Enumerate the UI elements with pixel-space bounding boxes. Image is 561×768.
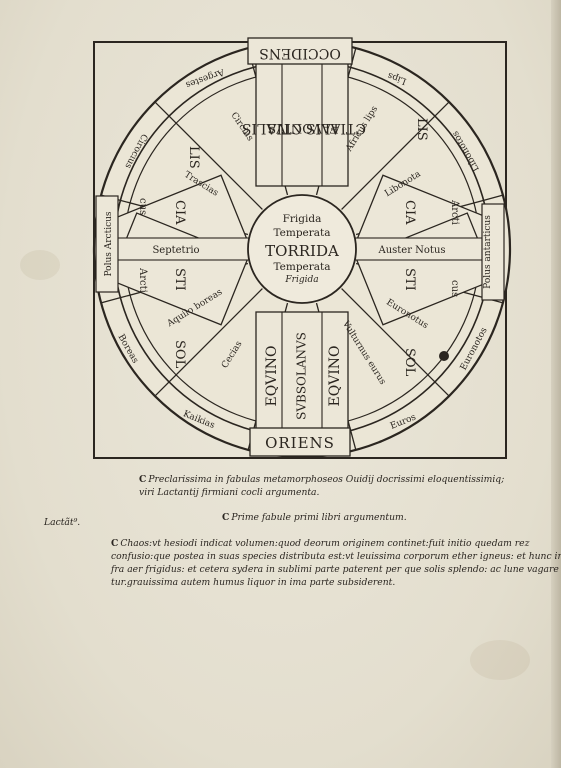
- right-band-label: Arcti: [449, 199, 460, 225]
- rim-divider: [154, 381, 170, 397]
- rim-divider: [434, 101, 450, 117]
- left-band-label: STI: [172, 268, 187, 291]
- rim-divider: [434, 381, 450, 397]
- bottom-zone-band: EQVINO SVBSOLANVS EQVINO: [255, 311, 349, 439]
- paragraph-mark-icon: C: [139, 474, 147, 485]
- center-frigida-top: Frigida: [283, 213, 322, 225]
- body-line-2: confusio:que postea in suas species dist…: [111, 551, 561, 562]
- bottom-band-label: EQVINO: [264, 345, 280, 406]
- center-temperata-bottom: Temperata: [273, 261, 330, 273]
- pole-labels: Polus Arcticus Polus antarticus: [95, 195, 505, 301]
- rim-divider: [154, 101, 170, 117]
- wind-spoke: [341, 288, 436, 383]
- bottom-band-label: EQVINO: [327, 345, 343, 406]
- rim-divider: [350, 430, 357, 451]
- oriens-label: ORIENS: [265, 434, 335, 452]
- section-title-text: Prime fabule primi libri argumentum.: [231, 512, 407, 523]
- left-band-label: Arcti: [137, 267, 148, 293]
- caption-line-2: viri Lactantij firmiani cocli argumenta.: [139, 487, 320, 498]
- right-band-label: cus: [449, 280, 460, 297]
- margin-note: Lactãt⁹.: [44, 517, 81, 528]
- left-band-label: LIS: [186, 146, 201, 169]
- wind-label-septentrio: Septetrio: [152, 245, 199, 256]
- paragraph-mark-icon: C: [222, 512, 230, 523]
- body-text: Chaos:vt hesiodi indicat volumen:quod de…: [120, 538, 530, 549]
- center-temperata-top: Temperata: [273, 227, 330, 239]
- top-band-label: CTIALIS: [242, 120, 302, 136]
- right-band-label: CIA: [402, 200, 417, 225]
- pole-antarticus-label: Polus antarticus: [483, 215, 493, 289]
- top-band-label: FAVONIVS: [267, 120, 338, 135]
- rim-divider: [100, 297, 121, 304]
- bottom-band-label: SVBSOLANVS: [295, 332, 309, 420]
- left-band-label: CIA: [172, 200, 187, 225]
- paper-stain: [470, 640, 530, 680]
- right-band-label: SOL: [402, 348, 417, 377]
- right-band-label: STI: [402, 268, 417, 291]
- body-line-3: fra aer frigidus: et cetera sydera in su…: [111, 564, 559, 575]
- wind-spoke: [341, 115, 436, 210]
- left-band-label: cus: [137, 198, 148, 215]
- ink-blot: [439, 351, 449, 361]
- paper-stain: [20, 250, 60, 280]
- page-edge: [551, 0, 561, 768]
- top-zone-band: CTIALIS FAVONIVS CTIALIS: [242, 61, 366, 187]
- center-frigida-bottom: Frigida: [284, 275, 318, 285]
- wind-label-auster: Auster Notus: [377, 245, 445, 256]
- right-band-label: LIS: [414, 118, 429, 141]
- caption-text: Preclarissima in fabulas metamorphoseos …: [148, 474, 505, 485]
- center-torrida: TORRIDA: [265, 242, 339, 260]
- paragraph-mark-icon: C: [111, 538, 119, 549]
- rim-divider: [483, 194, 504, 201]
- body-line-4: tur.grauissima autem humus liquor in ima…: [111, 577, 396, 588]
- wind-spoke: [168, 288, 263, 383]
- zone-wind-diagram: CTIALIS FAVONIVS CTIALIS EQVINO SVBSOLAN…: [92, 37, 512, 459]
- center-zones: Frigida Temperata TORRIDA Temperata Frig…: [247, 194, 357, 304]
- wind-spoke: [168, 115, 263, 210]
- occidens-label: OCCIDENS: [259, 45, 341, 61]
- left-band-label: SOL: [172, 340, 187, 369]
- cardinal-labels: OCCIDENS ORIENS: [247, 37, 353, 457]
- pole-arcticus-label: Polus Arcticus: [104, 211, 114, 276]
- top-band-label: CTIALIS: [306, 120, 366, 136]
